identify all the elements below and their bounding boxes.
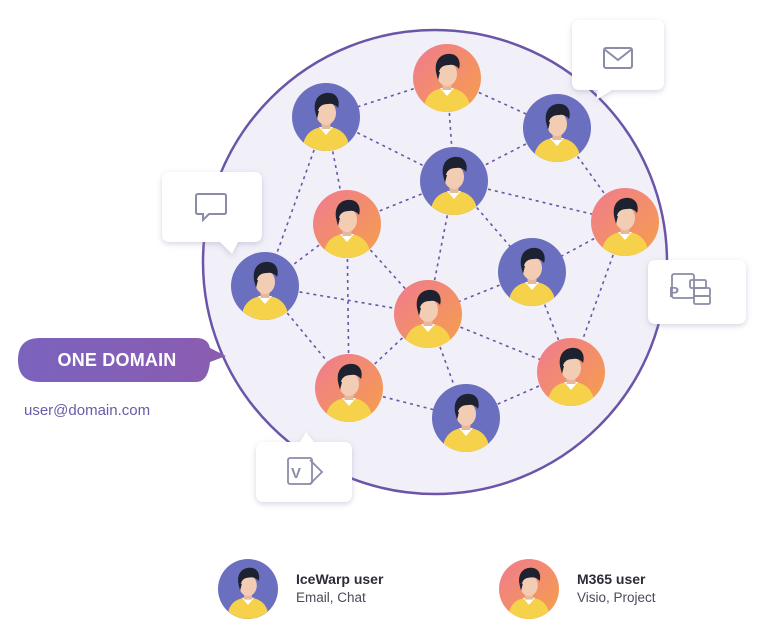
legend-icewarp-avatar — [218, 559, 278, 619]
domain-badge-label: ONE DOMAIN — [57, 350, 177, 370]
ms-visio-letter: V — [291, 465, 301, 482]
connection-line — [453, 127, 558, 182]
icewarp-user-avatar — [498, 238, 566, 306]
icewarp-user-avatar — [292, 83, 360, 151]
m365-user-avatar — [413, 44, 481, 112]
connection-line — [346, 180, 455, 225]
m365-user-avatar — [313, 190, 381, 258]
project-bubble — [648, 260, 746, 324]
legend-item-icewarp: IceWarp user Email, Chat — [296, 571, 383, 605]
legend-subtitle: Visio, Project — [577, 590, 656, 605]
icewarp-user-avatar — [231, 252, 299, 320]
domain-badge — [18, 338, 226, 382]
connection-line — [556, 127, 626, 223]
connection-line — [570, 221, 626, 373]
m365-user-avatar — [537, 338, 605, 406]
domain-address: user@domain.com — [24, 402, 151, 419]
legend-title: IceWarp user — [296, 571, 384, 587]
chat-bubble-icon — [195, 193, 227, 223]
icewarp-user-avatar — [420, 147, 488, 215]
m365-user-avatar — [591, 188, 659, 256]
icewarp-user-avatar — [523, 94, 591, 162]
legend-subtitle: Email, Chat — [296, 590, 366, 605]
legend-item-m365: M365 user Visio, Project — [577, 571, 656, 605]
legend-m365-avatar — [499, 559, 559, 619]
envelope-icon — [603, 47, 633, 69]
m365-user-avatar — [394, 280, 462, 348]
user-avatars — [231, 44, 659, 452]
icewarp-user-avatar — [432, 384, 500, 452]
ms-project-letter: P — [669, 284, 679, 301]
connection-line — [465, 371, 572, 419]
m365-user-avatar — [315, 354, 383, 422]
legend-title: M365 user — [577, 571, 646, 587]
ms-visio-icon — [287, 457, 324, 485]
ms-project-icon — [671, 273, 711, 305]
